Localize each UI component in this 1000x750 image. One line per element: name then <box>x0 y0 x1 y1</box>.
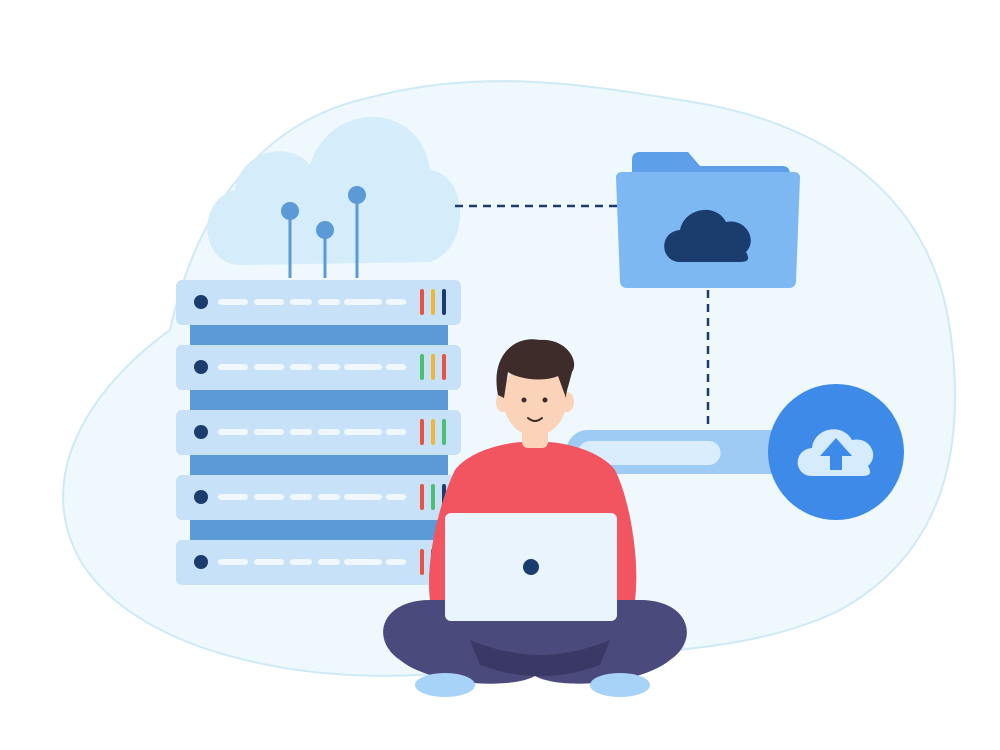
server-slot <box>254 559 284 565</box>
server-slot <box>318 494 340 500</box>
server-power-dot <box>194 295 208 309</box>
cloud-shape <box>207 116 460 265</box>
server-led <box>420 549 424 575</box>
cloud-upload-icon <box>768 384 904 520</box>
server-led <box>431 484 435 510</box>
server-power-dot <box>194 425 208 439</box>
server-slot <box>290 559 312 565</box>
ear <box>496 392 510 412</box>
right-sock <box>590 673 650 697</box>
server-slot <box>386 429 406 435</box>
server-power-dot <box>194 555 208 569</box>
folder-cloud-glyph <box>664 209 751 262</box>
server-slot <box>344 494 382 500</box>
server-power-dot <box>194 360 208 374</box>
server-slot <box>386 559 406 565</box>
server-slot <box>290 429 312 435</box>
server-led <box>420 484 424 510</box>
server-slot <box>218 364 248 370</box>
smile <box>527 417 543 422</box>
server-led <box>431 419 435 445</box>
folder-cloud-icon <box>616 152 800 288</box>
server-slot <box>254 299 284 305</box>
server-led <box>420 419 424 445</box>
hair <box>496 339 575 398</box>
server-slot <box>218 299 248 305</box>
laptop-logo-dot <box>523 559 539 575</box>
ear <box>560 392 574 412</box>
server-slot <box>386 299 406 305</box>
server-slot <box>318 429 340 435</box>
upload-progress-bar <box>566 430 806 474</box>
server-led <box>431 354 435 380</box>
server-led <box>442 289 446 315</box>
server-slot <box>318 559 340 565</box>
server-slot <box>290 299 312 305</box>
server-led <box>431 289 435 315</box>
server-slot <box>218 559 248 565</box>
progress-fill <box>578 441 721 465</box>
server-slot <box>254 494 284 500</box>
server-slot <box>344 429 382 435</box>
leg-shadow <box>470 640 610 677</box>
server-led <box>442 354 446 380</box>
server-slot <box>386 494 406 500</box>
face <box>503 360 567 436</box>
server-slot <box>344 299 382 305</box>
server-led <box>420 289 424 315</box>
eye <box>521 397 527 403</box>
server-slot <box>386 364 406 370</box>
server-slot <box>218 429 248 435</box>
antenna-node <box>316 221 334 239</box>
cloud-icon <box>207 116 460 278</box>
antenna-node <box>281 202 299 220</box>
server-slot <box>344 364 382 370</box>
server-led <box>420 354 424 380</box>
server-slot <box>290 364 312 370</box>
server-slot <box>218 494 248 500</box>
antenna-node <box>348 186 366 204</box>
server-power-dot <box>194 490 208 504</box>
server-slot <box>318 299 340 305</box>
server-slot <box>318 364 340 370</box>
arrow-up-icon <box>820 438 852 470</box>
left-sock <box>415 673 475 697</box>
server-slot <box>290 494 312 500</box>
server-led <box>442 419 446 445</box>
server-slot <box>344 559 382 565</box>
antenna-group <box>281 186 366 278</box>
server-slot <box>254 364 284 370</box>
person-figure <box>383 339 687 697</box>
server-slot <box>254 429 284 435</box>
eye <box>542 397 548 403</box>
server-rack-icon <box>176 280 461 585</box>
